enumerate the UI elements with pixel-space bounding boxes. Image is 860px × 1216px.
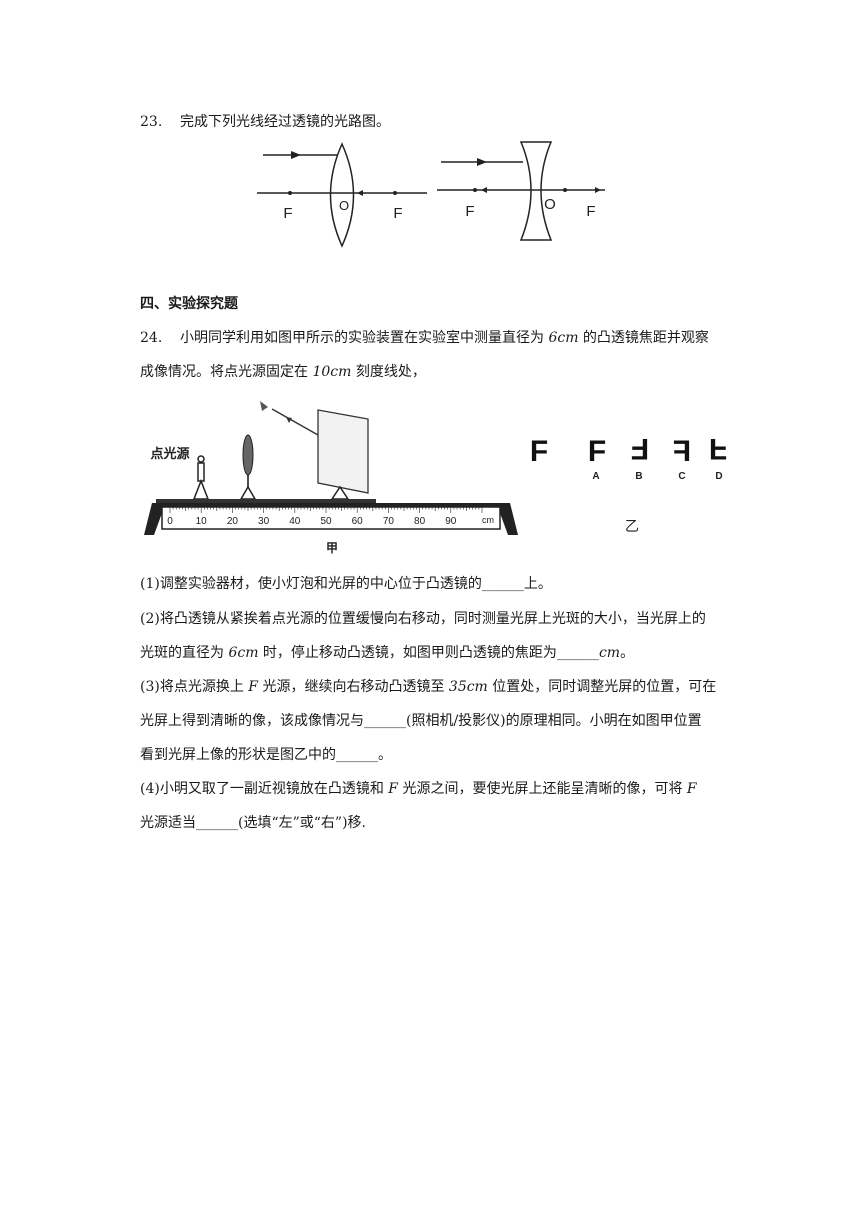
q23-lens-diagram: F O F F O F [257, 141, 605, 248]
ruler-tick-label: 20 [227, 516, 239, 527]
q24-p4-var2: F [686, 781, 697, 797]
center-label-1: O [339, 198, 349, 213]
convex-lens-panel: F O F [257, 142, 427, 248]
bench-foot-right [500, 503, 518, 535]
focus-label-right-1: F [393, 205, 402, 222]
figure-jia-optical-bench: 点光源 0 10 20 30 40 50 60 70 80 90 cm 甲 [144, 401, 518, 555]
ray-arrow-right [477, 158, 487, 166]
ray-arrow-left [291, 151, 301, 159]
axis-arrow-1 [357, 190, 363, 196]
convex-lens [329, 142, 355, 248]
q24-p3-var: F [248, 679, 258, 695]
option-C-letter: F [673, 435, 691, 468]
q24-p2-end: 。 [620, 645, 635, 661]
q24-p4-b: 光源之间，要使光屏上还能呈清晰的像，可将 [398, 781, 687, 797]
option-B-letter: F [631, 432, 649, 465]
bench-top-bar [162, 503, 500, 507]
focus-point-left-2 [473, 188, 477, 192]
ruler-tick-label: 60 [352, 516, 364, 527]
convex-lens-holder [239, 434, 257, 500]
q24-p3-b: 光源，继续向右移动凸透镜至 [258, 679, 449, 695]
option-A-label: A [592, 471, 599, 482]
concave-lens [519, 141, 553, 241]
focus-point-left-1 [288, 191, 292, 195]
q24-part-2-line-1: (2)将凸透镜从紧挨着点光源的位置缓慢向右移动，同时测量光屏上光斑的大小，当光屏… [140, 611, 706, 627]
q24-p2-a: 光斑的直径为 [140, 645, 229, 661]
q24-p4-var: F [388, 781, 398, 797]
center-label-2: O [544, 196, 556, 213]
option-C-label: C [678, 471, 685, 482]
q23-number: 23. [140, 114, 163, 130]
option-D-label: D [715, 471, 722, 482]
figure-yi-image-options: F F F F F A B C D 乙 [530, 432, 727, 534]
focus-point-right-1 [393, 191, 397, 195]
q24-part-1: (1)调整实验器材，使小灯泡和光屏的中心位于凸透镜的______上。 [140, 576, 552, 592]
option-A-letter: F [588, 435, 606, 468]
q24-part-3-line-2: 光屏上得到清晰的像，该成像情况与______(照相机/投影仪)的原理相同。小明在… [140, 713, 702, 729]
q24-part-3-line-3: 看到光屏上像的形状是图乙中的______。 [140, 747, 392, 763]
focus-label-left-2: F [465, 203, 474, 220]
q24-number: 24. [140, 330, 163, 346]
focus-point-right-2 [563, 188, 567, 192]
point-source [192, 455, 210, 500]
q24-p2-b: 时，停止移动凸透镜，如图甲则凸透镜的焦距为______ [258, 645, 599, 661]
ruler-tick-label: 50 [320, 516, 332, 527]
q24-line-1: 24. 小明同学利用如图甲所示的实验装置在实验室中测量直径为 6cm 的凸透镜焦距… [140, 328, 709, 348]
ruler-tick-label: 90 [445, 516, 457, 527]
q24-part-2-line-2: 光斑的直径为 6cm 时，停止移动凸透镜，如图甲则凸透镜的焦距为______cm… [140, 643, 634, 663]
bench-foot-left [144, 503, 162, 535]
ruler-tick-label: 40 [289, 516, 301, 527]
figure-yi-caption: 乙 [625, 518, 639, 534]
focus-label-left-1: F [283, 205, 292, 222]
original-F: F [530, 435, 548, 468]
option-D-letter: F [709, 432, 727, 465]
q24-p2-unit: cm [598, 645, 621, 661]
ruler-tick-label: 80 [414, 516, 426, 527]
bench-rail [156, 499, 376, 503]
axis-arrow-2 [481, 187, 487, 193]
q24-p2-var: 6cm [228, 645, 259, 661]
section-title: 四、实验探究题 [140, 296, 238, 312]
q23-text-line: 23. 完成下列光线经过透镜的光路图。 [140, 112, 390, 132]
q24-p3-a: (3)将点光源换上 [140, 679, 249, 695]
light-screen [317, 409, 369, 494]
q24-line1-a: 小明同学利用如图甲所示的实验装置在实验室中测量直径为 [180, 330, 549, 346]
q24-line2-a: 成像情况。将点光源固定在 [140, 364, 313, 380]
q24-p4-a: (4)小明又取了一副近视镜放在凸透镜和 [140, 781, 389, 797]
concave-lens-panel: F O F [437, 141, 605, 241]
q24-line2-var: 10cm [312, 364, 352, 380]
q24-line-2: 成像情况。将点光源固定在 10cm 刻度线处， [140, 362, 426, 382]
q24-line1-b: 的凸透镜焦距并观察 [578, 330, 709, 346]
q24-part-4-line-1: (4)小明又取了一副近视镜放在凸透镜和 F 光源之间，要使光屏上还能呈清晰的像，… [140, 779, 697, 799]
focus-label-right-2: F [586, 203, 595, 220]
q24-p3-c: 位置处，同时调整光屏的位置，可在 [487, 679, 717, 695]
q23-prompt: 完成下列光线经过透镜的光路图。 [180, 114, 390, 130]
point-source-label: 点光源 [150, 446, 189, 461]
axis-arrow-3 [595, 187, 601, 193]
figure-jia-caption: 甲 [326, 541, 338, 555]
q24-p3-var2: 35cm [448, 679, 488, 695]
ruler-tick-label: 30 [258, 516, 270, 527]
ruler-ticks [169, 507, 483, 513]
ruler-tick-label: 0 [167, 516, 173, 527]
ruler [161, 506, 501, 530]
ruler-labels: 0 10 20 30 40 50 60 70 80 90 [167, 516, 457, 527]
q24-line1-var: 6cm [548, 330, 579, 346]
ruler-tick-label: 10 [196, 516, 208, 527]
option-B-label: B [635, 471, 642, 482]
q24-part-4-line-2: 光源适当______(选填“左”或“右”)移. [140, 815, 367, 831]
q24-part-3-line-1: (3)将点光源换上 F 光源，继续向右移动凸透镜至 35cm 位置处，同时调整光… [140, 677, 716, 697]
q24-line2-b: 刻度线处， [351, 364, 426, 380]
light-ray [260, 401, 319, 436]
ruler-unit: cm [482, 515, 494, 525]
ruler-tick-label: 70 [383, 516, 395, 527]
